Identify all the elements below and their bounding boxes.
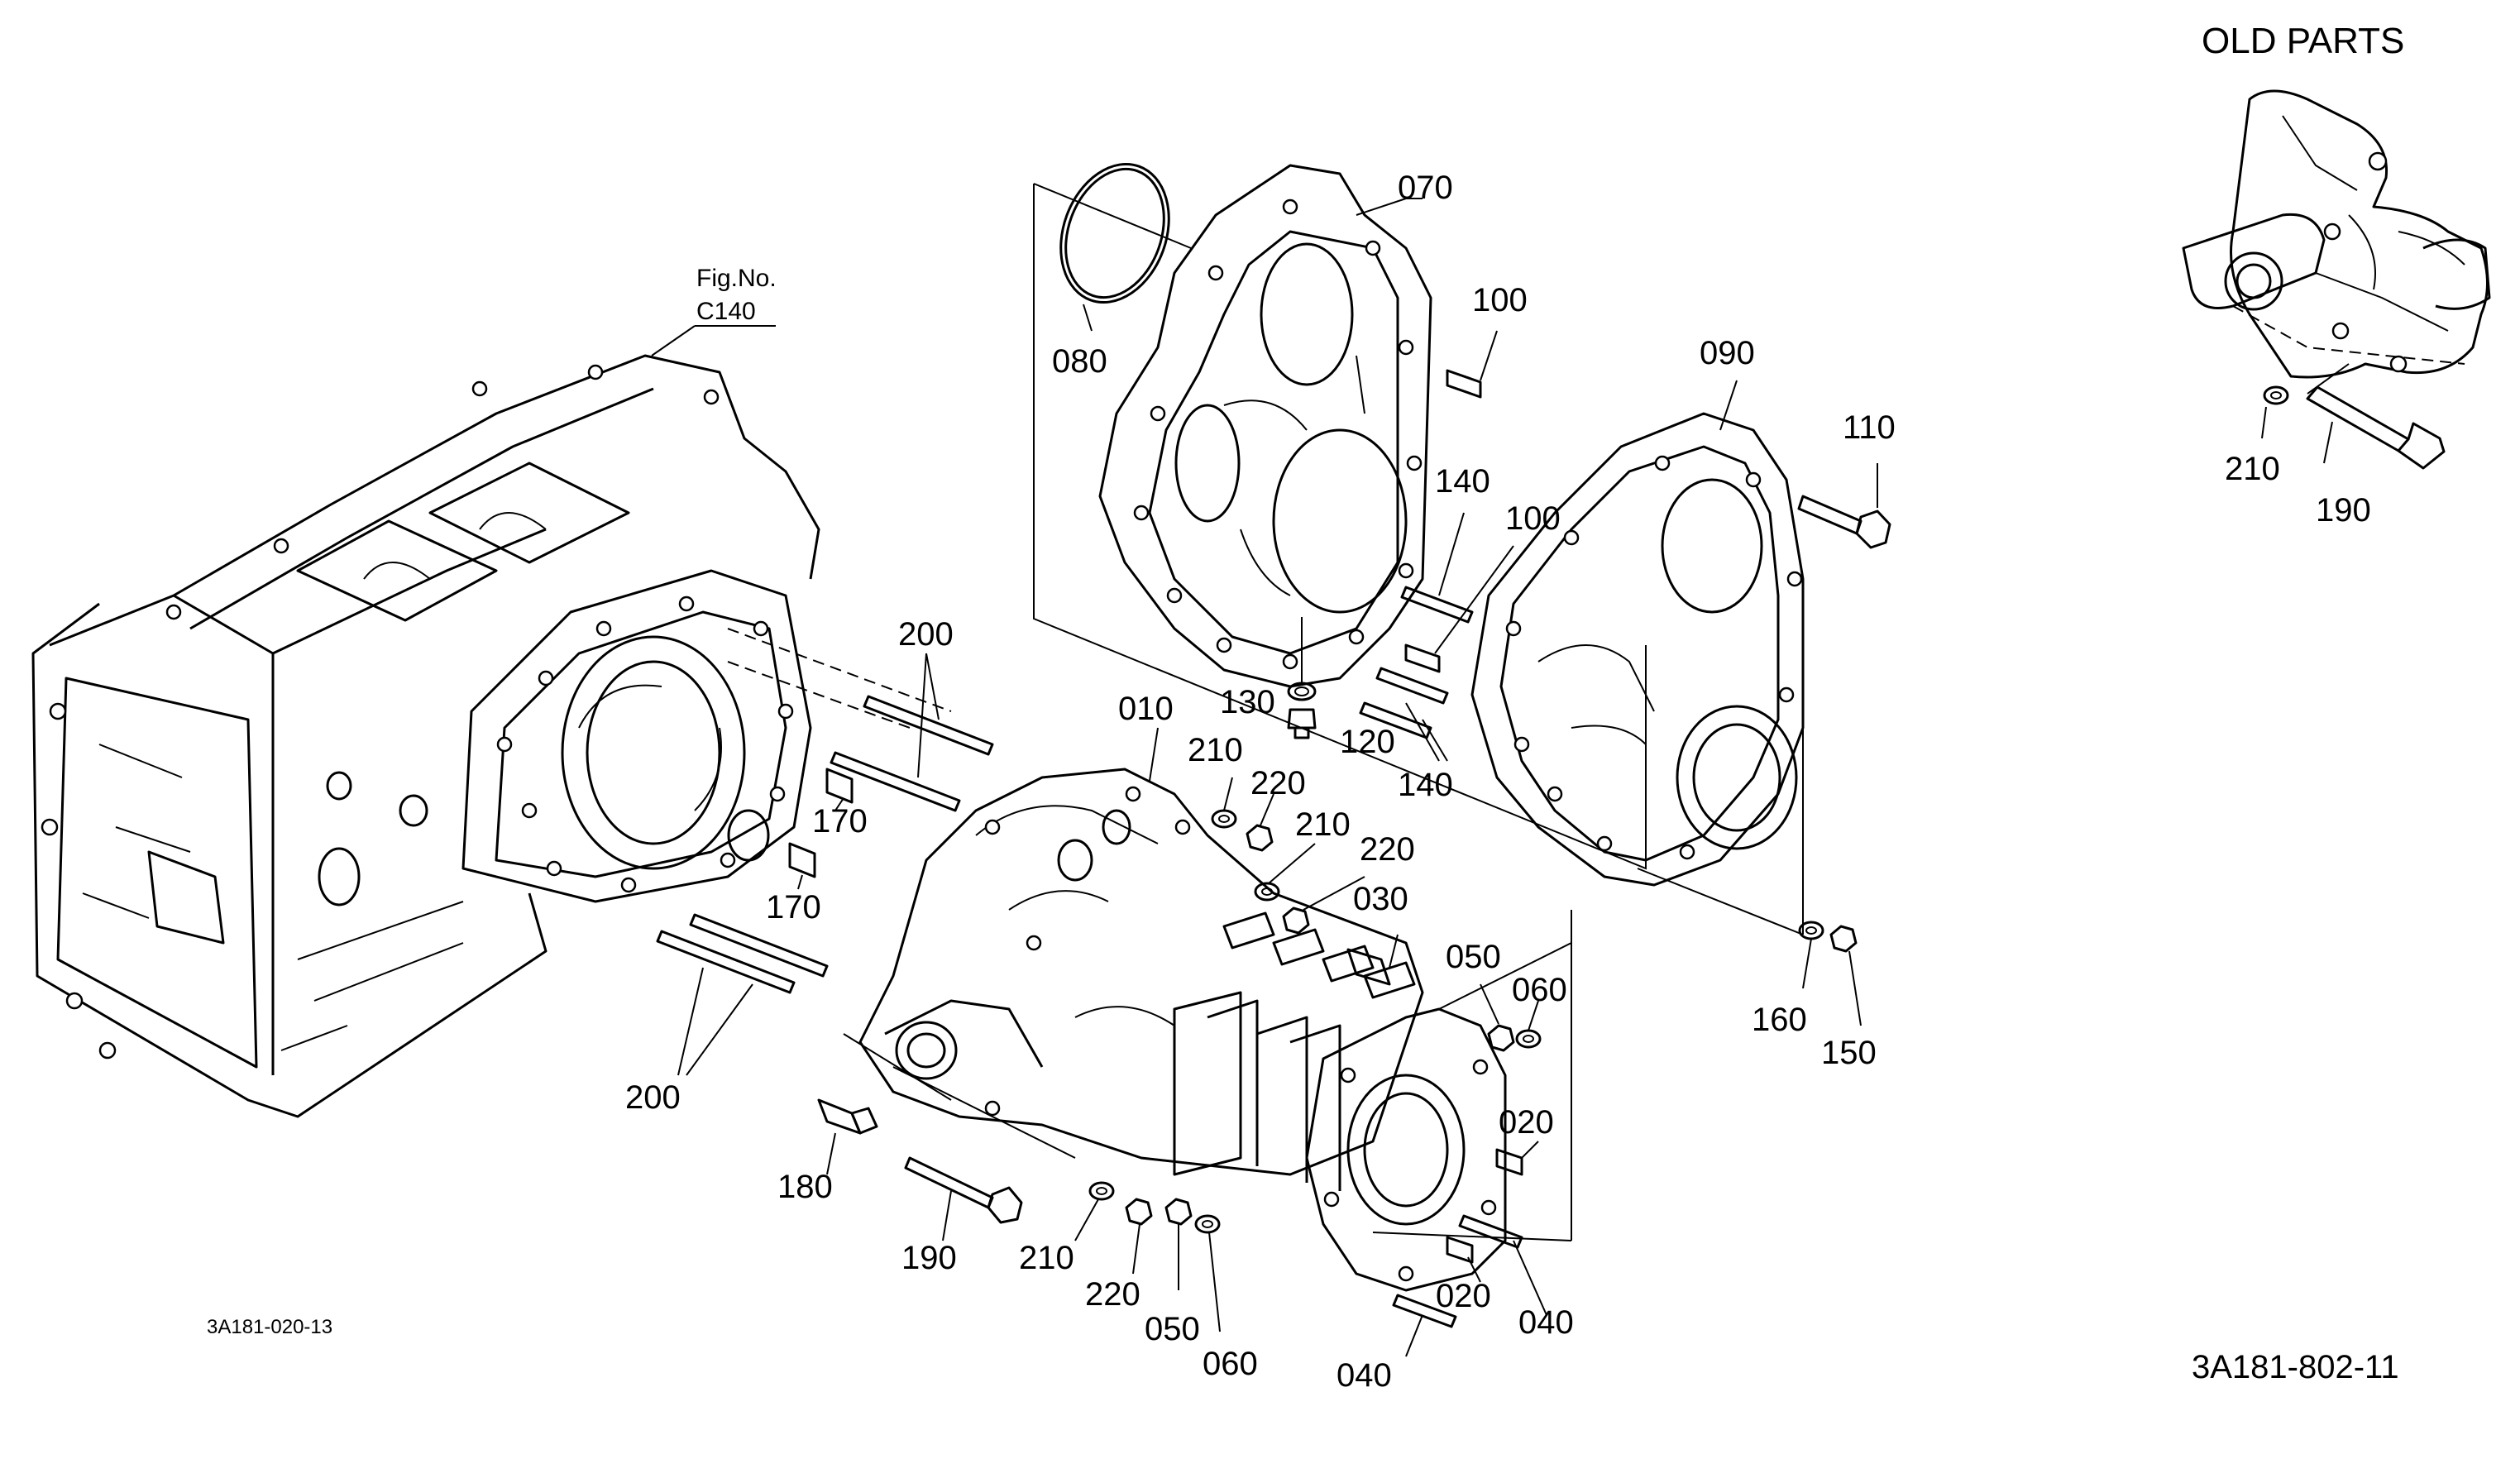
figure-ref-label: Fig.No. bbox=[696, 265, 777, 292]
callout-210-upper: 210 bbox=[1188, 732, 1243, 768]
callout-050-lower: 050 bbox=[1145, 1311, 1200, 1347]
callout-220-upper: 220 bbox=[1250, 765, 1306, 801]
transmission-case bbox=[31, 354, 820, 1118]
callout-110: 110 bbox=[1843, 409, 1896, 446]
assembly-outline-090 bbox=[1637, 728, 1804, 935]
callout-100-lower: 100 bbox=[1505, 500, 1561, 537]
callout-160: 160 bbox=[1752, 1002, 1807, 1038]
callout-020-lower: 020 bbox=[1436, 1278, 1491, 1314]
nut-220-middle bbox=[1282, 876, 1365, 935]
callout-120: 120 bbox=[1340, 724, 1395, 760]
pin-100-upper bbox=[1446, 330, 1498, 399]
callout-100-upper: 100 bbox=[1472, 282, 1528, 318]
pin-100-lower bbox=[1404, 545, 1514, 673]
studs-200-upper bbox=[830, 653, 994, 812]
callout-200-upper: 200 bbox=[898, 616, 954, 653]
callout-140-lower: 140 bbox=[1398, 767, 1453, 803]
callout-140-upper: 140 bbox=[1435, 463, 1490, 500]
pin-020-upper bbox=[1495, 1141, 1539, 1176]
old-parts-bolt-190 bbox=[2306, 363, 2446, 470]
washer-210-middle bbox=[1254, 843, 1316, 902]
nut-220-lower bbox=[1125, 1198, 1153, 1275]
bolt-110 bbox=[1797, 463, 1891, 549]
figure-reference: Fig.No. C140 bbox=[651, 265, 777, 356]
nut-050-upper bbox=[1480, 983, 1515, 1052]
shims-030 bbox=[1222, 911, 1416, 999]
callout-190: 190 bbox=[901, 1240, 957, 1276]
callout-210: 210 bbox=[2225, 451, 2280, 487]
old-parts-inset: OLD PARTS 210 190 bbox=[2182, 21, 2491, 529]
drawing-code-left: 3A181-020-13 bbox=[207, 1316, 332, 1338]
stud-040-lower bbox=[1392, 1294, 1457, 1357]
assembly-outline-020 bbox=[1372, 910, 1572, 1241]
callout-030: 030 bbox=[1353, 881, 1408, 917]
callout-020-upper: 020 bbox=[1499, 1104, 1554, 1141]
washer-060-lower bbox=[1194, 1214, 1221, 1332]
o-ring-080 bbox=[1059, 162, 1170, 332]
callout-010: 010 bbox=[1118, 691, 1174, 727]
callout-040-lower: 040 bbox=[1337, 1357, 1392, 1394]
callout-210-lower: 210 bbox=[1019, 1240, 1074, 1276]
plate-070 bbox=[1098, 164, 1432, 688]
callout-220-middle: 220 bbox=[1360, 831, 1415, 868]
callout-180: 180 bbox=[777, 1169, 833, 1205]
callout-130: 130 bbox=[1220, 684, 1275, 720]
nut-050-lower bbox=[1164, 1198, 1193, 1290]
figure-ref-number: C140 bbox=[696, 298, 756, 325]
callout-060-lower: 060 bbox=[1203, 1346, 1258, 1382]
washer-210-lower bbox=[1074, 1181, 1115, 1241]
nut-220-upper bbox=[1246, 793, 1274, 852]
bearing-housing-020 bbox=[1305, 1007, 1507, 1292]
callout-220-lower: 220 bbox=[1085, 1276, 1140, 1313]
old-parts-washer-210 bbox=[2263, 385, 2289, 405]
callout-170-lower: 170 bbox=[766, 889, 821, 926]
callout-080: 080 bbox=[1052, 343, 1107, 380]
callout-150: 150 bbox=[1821, 1035, 1877, 1071]
callout-090: 090 bbox=[1700, 335, 1755, 371]
housing-010 bbox=[858, 727, 1424, 1191]
plug-120 bbox=[1287, 708, 1317, 739]
bolt-190 bbox=[904, 1156, 1023, 1241]
studs-200-lower bbox=[656, 913, 829, 1076]
pin-030 bbox=[1346, 934, 1399, 986]
studs-140 bbox=[1359, 512, 1474, 762]
washer-210-upper bbox=[1211, 777, 1237, 829]
callout-170-upper: 170 bbox=[812, 803, 868, 840]
old-parts-title: OLD PARTS bbox=[2202, 21, 2404, 61]
callout-060-upper: 060 bbox=[1512, 972, 1567, 1008]
old-parts-housing-drawing bbox=[2182, 89, 2491, 379]
callout-070: 070 bbox=[1398, 170, 1453, 206]
cover-090 bbox=[1470, 380, 1805, 887]
assembly-outline-070 bbox=[1033, 183, 1647, 870]
stud-040-upper bbox=[1458, 1214, 1547, 1316]
callout-190: 190 bbox=[2316, 492, 2371, 529]
callout-040-upper: 040 bbox=[1518, 1304, 1574, 1341]
drawing-code-right: 3A181-802-11 bbox=[2192, 1349, 2399, 1385]
pin-020-lower bbox=[1446, 1236, 1481, 1283]
pin-170-lower bbox=[788, 842, 816, 890]
washer-160 bbox=[1798, 921, 1824, 989]
nut-150 bbox=[1829, 925, 1862, 1026]
bolt-180 bbox=[817, 1098, 878, 1175]
assembly-outline-010 bbox=[843, 1033, 1076, 1159]
washer-060-upper bbox=[1515, 1000, 1542, 1049]
callout-200-lower: 200 bbox=[625, 1079, 681, 1116]
callout-050-upper: 050 bbox=[1446, 939, 1501, 975]
pin-170-upper bbox=[825, 768, 854, 811]
callout-labels: 070 100 080 090 110 140 100 130 120 140 … bbox=[625, 170, 1896, 1394]
callout-210-middle: 210 bbox=[1295, 806, 1351, 843]
